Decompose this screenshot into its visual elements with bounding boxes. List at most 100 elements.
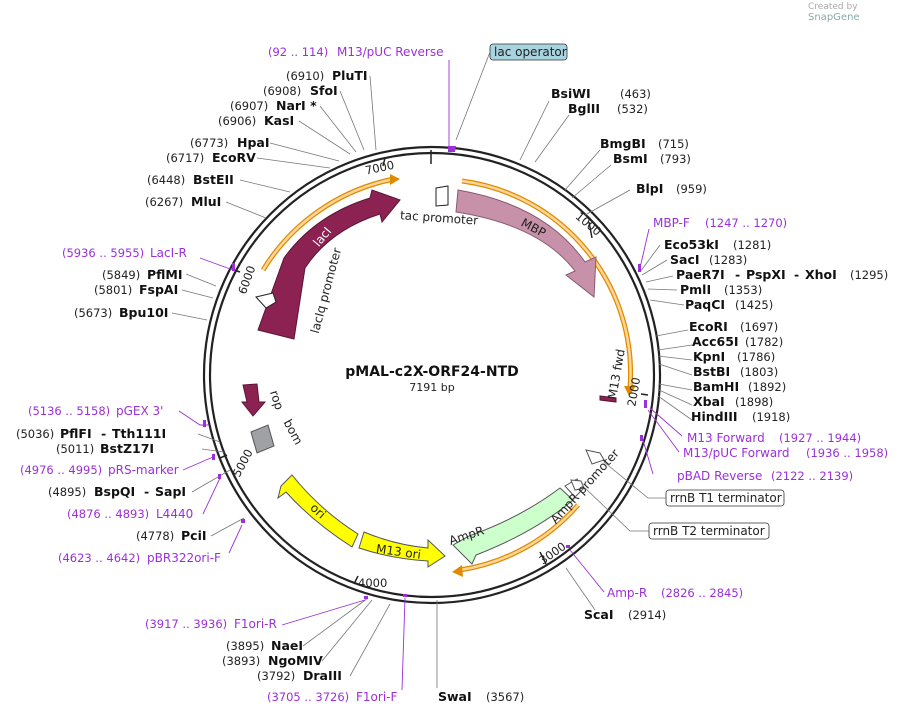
enzyme-hindiii: HindIII (1918) [691,409,790,424]
enzyme-bmgbi: BmgBI (715) [600,136,689,151]
svg-text:(715): (715) [658,137,689,151]
primer-mbp-f: MBP-F(1247 .. 1270) [653,216,787,230]
svg-text:(1786): (1786) [737,350,775,364]
enzyme-draiii: (3792)DraIII [257,668,342,683]
credit-prefix: Created by [808,2,858,12]
feature-rrnb-t1 [585,449,605,465]
orf-arc-ampr-inner [459,504,579,572]
orf-arc-laci-inner [261,177,395,271]
svg-text:PspXI: PspXI [746,267,786,282]
svg-text:(5136 .. 5158): (5136 .. 5158) [28,404,110,418]
primer-m13-puc-forward: M13/pUC Forward(1936 .. 1958) [683,446,888,460]
svg-text:(1697): (1697) [740,320,778,334]
svg-text:(5936 .. 5955): (5936 .. 5955) [62,246,144,260]
svg-text:SacI: SacI [670,252,700,267]
feature-ori [277,474,359,548]
enzyme-pmli: PmlI(1353) [680,282,762,297]
enzyme-pflfi-tth111i: (5036) PflFI - Tth111I [16,426,166,441]
feature-label-ampr-promoter: AmpR promoter [548,446,622,526]
svg-text:EcoRV: EcoRV [212,150,256,165]
svg-text:KpnI: KpnI [693,349,725,364]
enzyme-hpai: (6773)HpaI [190,135,270,150]
svg-text:(1782): (1782) [745,335,783,349]
feature-label-m13-fwd: M13 fwd [605,348,628,401]
orf-arc-mbp-head [624,386,636,396]
enzyme-ecori: EcoRI(1697) [689,319,778,334]
svg-text:(5011): (5011) [56,442,94,456]
svg-text:pGEX 3': pGEX 3' [116,404,163,418]
enzyme-ecorv: (6717)EcoRV [166,150,256,165]
enzyme-bpu10i: (5673)Bpu10I [74,305,168,320]
svg-text:XhoI: XhoI [805,267,837,282]
svg-text:(1283): (1283) [709,253,747,267]
enzyme-bspqi-sapi: (4895) BspQI - SapI [48,484,186,499]
svg-text:BsmI: BsmI [613,151,648,166]
svg-text:SapI: SapI [155,484,186,499]
svg-text:(3567): (3567) [486,690,524,704]
svg-text:HindIII: HindIII [691,409,738,424]
tick-label-3000: 3000 [536,539,568,567]
svg-text:-: - [101,426,106,441]
primer-l4440: (4876 .. 4893)L4440 [67,507,193,521]
svg-text:(6908): (6908) [263,84,301,98]
svg-text:(6448): (6448) [147,173,185,187]
primer-f1ori-r: (3917 .. 3936)F1ori-R [145,617,277,631]
svg-text:PmlI: PmlI [680,282,711,297]
enzyme-bglii: BglII(532) [568,101,648,116]
enzyme-paer7i-pspxi-xhoi: PaeR7I - PspXI - XhoI (1295) [676,267,888,282]
enzyme-scai: ScaI(2914) [584,607,666,622]
svg-text:rrnB T2 terminator: rrnB T2 terminator [653,524,765,538]
svg-text:Tth111I: Tth111I [112,426,166,441]
orf-arc-ampr-head [452,565,463,577]
primer-pgex-3: (5136 .. 5158) pGEX 3' [28,404,163,418]
enzyme-naei: (3895)NaeI [226,638,303,653]
enzyme-mlui: (6267) MluI [145,194,221,209]
svg-text:DraIII: DraIII [303,668,342,683]
svg-text:BlpI: BlpI [636,181,663,196]
svg-text:(532): (532) [617,102,648,116]
enzyme-acc65i: Acc65I (1782) [692,334,783,349]
enzyme-kasi: (6906)KasI [218,113,294,128]
svg-text:NaeI: NaeI [271,638,303,653]
enzyme-nari: (6907) NarI * [230,98,317,113]
primer-f1ori-f: (3705 .. 3726)F1ori-F [267,690,397,704]
enzyme-eco53ki: Eco53kI(1281) [664,237,771,252]
svg-text:MBP-F: MBP-F [653,216,690,230]
primer-m13-puc-reverse: (92 .. 114)M13/pUC Reverse [268,45,444,59]
svg-text:BamHI: BamHI [693,379,739,394]
svg-text:M13 Forward: M13 Forward [687,431,765,445]
svg-text:BmgBI: BmgBI [600,136,646,151]
svg-text:Acc65I: Acc65I [692,334,739,349]
svg-text:(6267): (6267) [145,195,183,209]
svg-text:(6907): (6907) [230,99,268,113]
svg-text:-: - [144,484,149,499]
svg-text:(1898): (1898) [735,395,773,409]
svg-text:(793): (793) [660,152,691,166]
svg-text:(1918): (1918) [752,410,790,424]
snapgene-credit: Created by SnapGene [808,2,905,23]
primer-prs-marker: (4976 .. 4995)pRS-marker [20,463,179,477]
svg-text:BstBI: BstBI [693,364,730,379]
enzyme-ngomiv: (3893)NgoMIV [222,653,323,668]
primer-markers [203,263,647,599]
backbone-outer [202,145,662,605]
enzyme-bstz17i: (5011)BstZ17I [56,441,154,456]
svg-text:(2914): (2914) [628,608,666,622]
svg-text:PaqCI: PaqCI [685,297,725,312]
svg-text:PluTI: PluTI [332,68,368,83]
orf-arc-mbp-inner [461,179,632,389]
svg-text:NarI *: NarI * [276,98,317,113]
feature-label-m13-ori: M13 ori [375,542,422,562]
svg-text:MluI: MluI [191,194,221,209]
svg-text:(1425): (1425) [735,298,773,312]
svg-text:-: - [735,267,740,282]
backbone-inner [208,151,656,599]
enzyme-pcii: (4778)PciI [136,528,207,543]
svg-text:rrnB T1 terminator: rrnB T1 terminator [670,491,782,505]
svg-text:(3893): (3893) [222,654,260,668]
svg-text:F1ori-R: F1ori-R [234,617,277,631]
svg-text:pBR322ori-F: pBR322ori-F [147,551,221,565]
tick-marks [219,150,649,585]
enzyme-paqci: PaqCI (1425) [685,297,773,312]
